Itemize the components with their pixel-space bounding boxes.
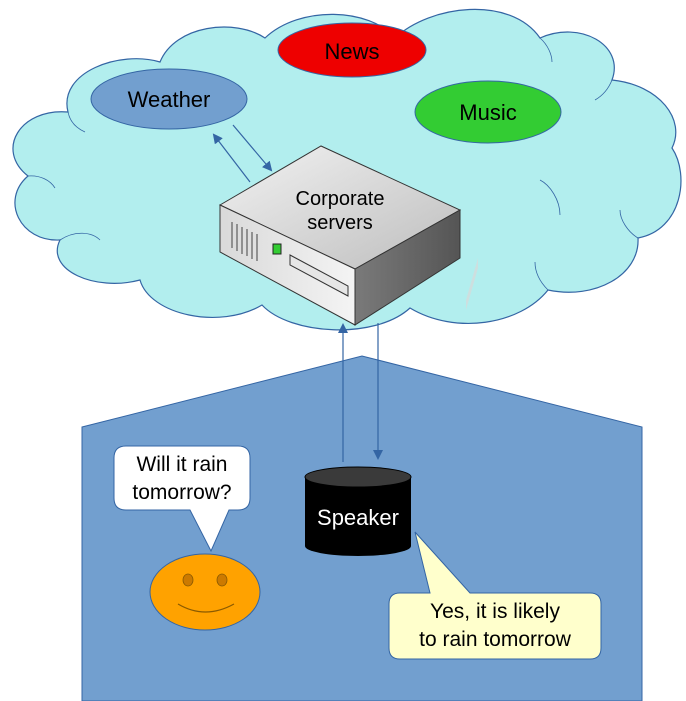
mouth — [177, 603, 235, 613]
server-label-line1: Corporate — [296, 188, 385, 210]
server-power-led — [272, 243, 282, 255]
music-service: Music — [414, 80, 562, 144]
server-drive-bay — [289, 254, 349, 297]
server-to-weather-arrow — [212, 133, 251, 183]
smart-speaker: Speaker — [304, 466, 412, 556]
left-eye — [182, 573, 194, 587]
news-label: News — [324, 39, 379, 64]
server-label-line2: servers — [307, 212, 373, 234]
reply-line2: to rain tomorrow — [419, 628, 572, 651]
speaker-reply-bubble: Yes, it is likely to rain tomorrow — [388, 531, 602, 660]
question-line2: tomorrow? — [132, 481, 231, 504]
question-line1: Will it rain — [136, 453, 227, 476]
user-question-bubble: Will it rain tomorrow? — [113, 445, 251, 553]
server-vents — [231, 222, 258, 261]
weather-to-server-arrow — [232, 124, 273, 172]
reply-line1: Yes, it is likely — [430, 600, 560, 623]
corporate-server: Corporate servers — [218, 145, 478, 326]
news-service: News — [277, 22, 427, 78]
weather-service: Weather — [90, 68, 248, 130]
right-eye — [216, 573, 228, 587]
speaker-label: Speaker — [317, 505, 399, 530]
music-label: Music — [459, 100, 516, 125]
user-smiley-face — [149, 553, 261, 631]
weather-label: Weather — [128, 87, 211, 112]
